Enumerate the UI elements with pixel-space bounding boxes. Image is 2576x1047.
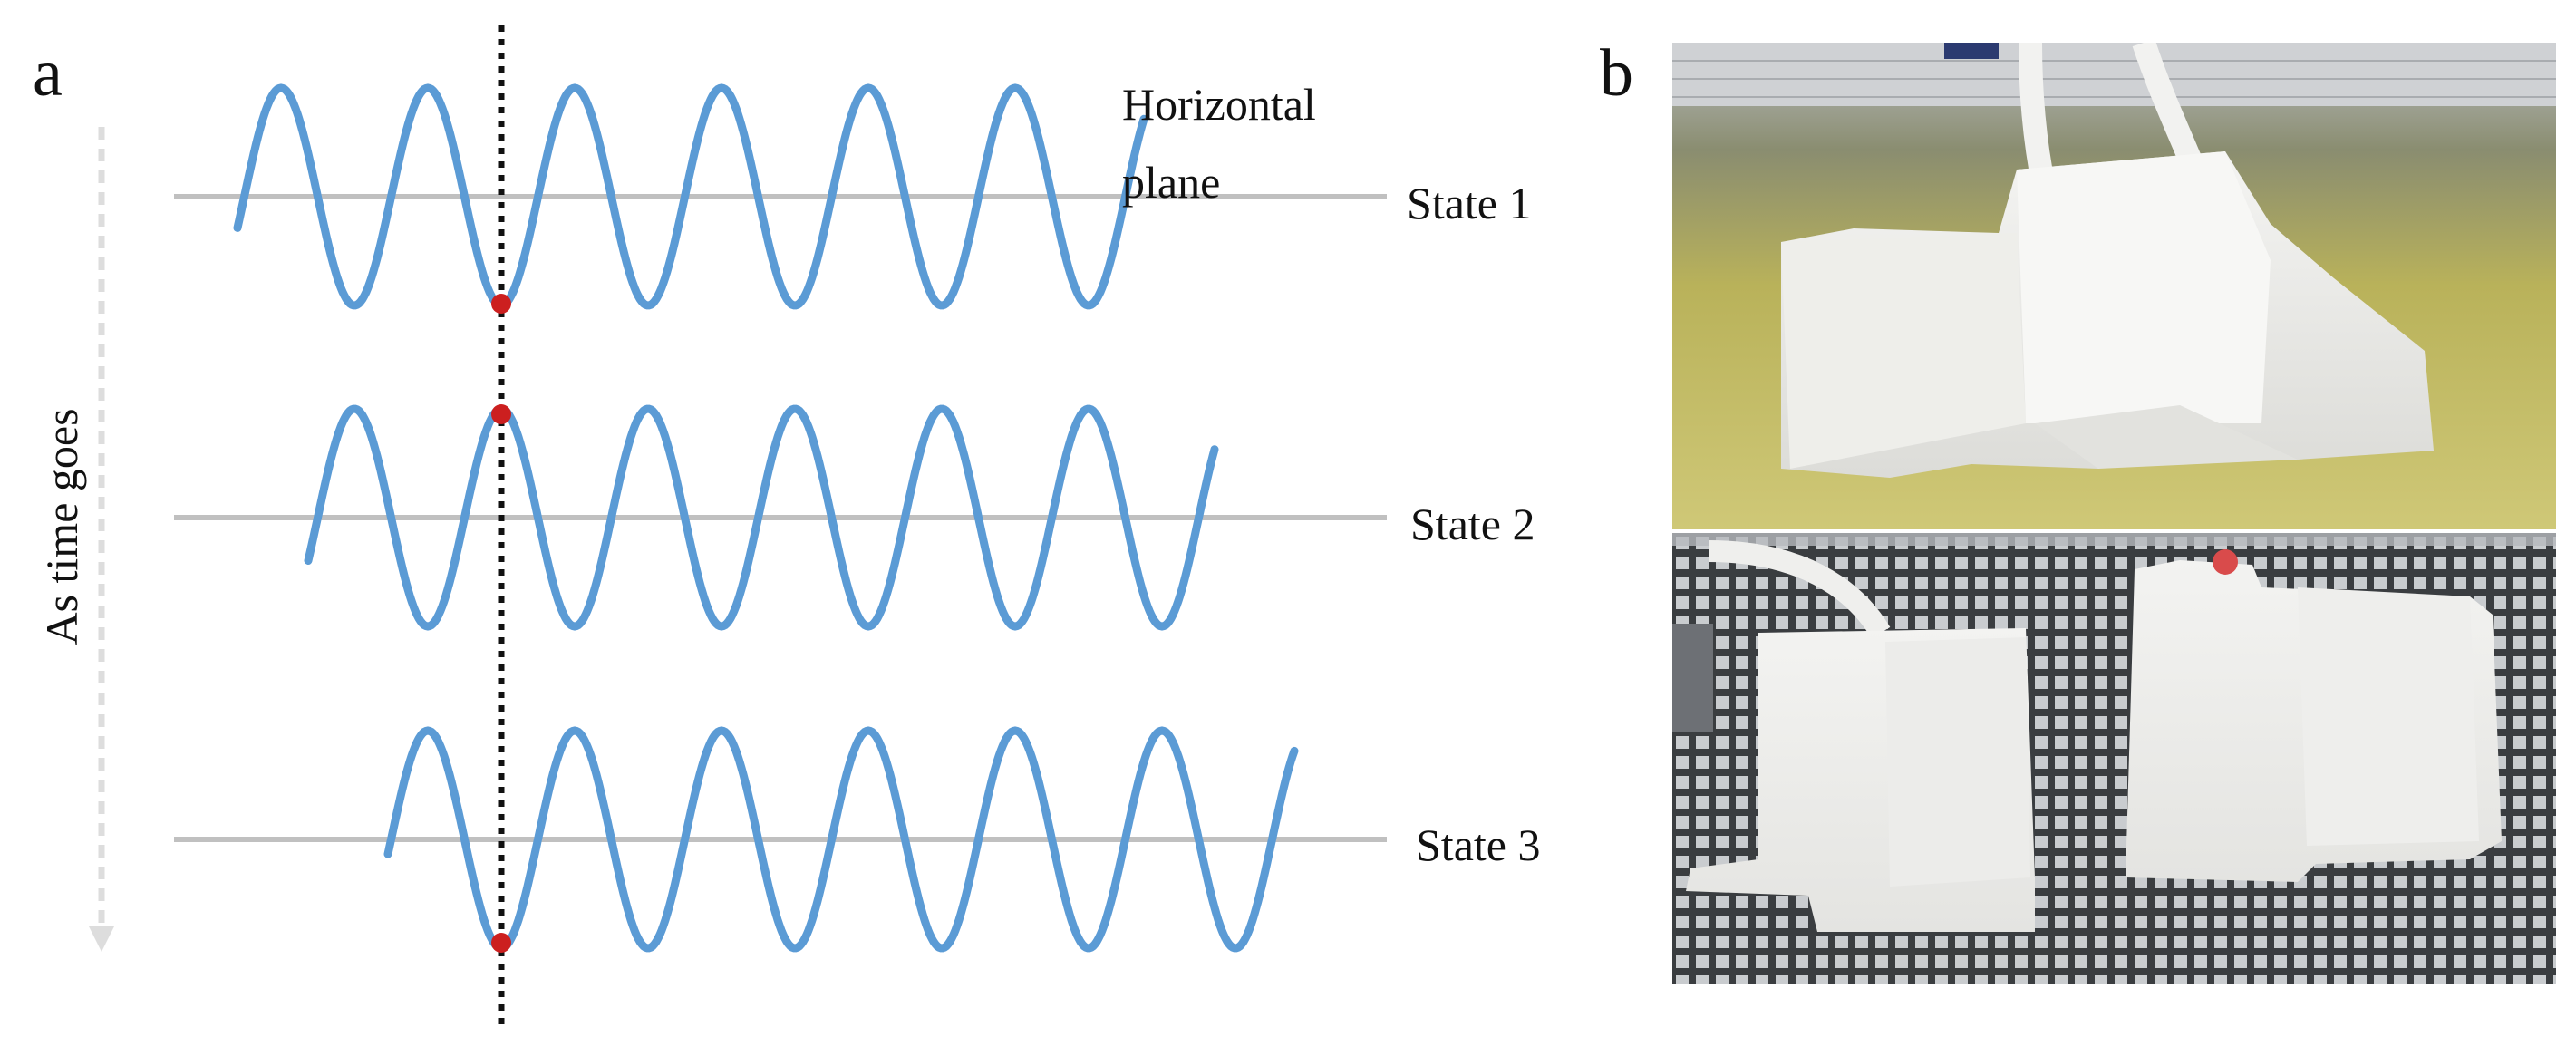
red-cap xyxy=(2213,549,2238,575)
panel-a-label: a xyxy=(33,36,63,111)
horizontal-plane-label: Horizontal plane xyxy=(1122,65,1316,221)
marker-state-3 xyxy=(491,933,511,953)
state-1-label: State 1 xyxy=(1407,178,1532,228)
marker-state-1 xyxy=(491,294,511,314)
horizontal-plane-line-2: plane xyxy=(1122,157,1221,208)
wave-diagram xyxy=(89,25,1387,1029)
state-2-label: State 2 xyxy=(1410,499,1535,549)
wave-state-3 xyxy=(383,726,1299,953)
time-arrowhead xyxy=(89,926,114,952)
panel-b-label: b xyxy=(1600,36,1633,111)
marker-state-2 xyxy=(491,404,511,424)
wave-state-1 xyxy=(233,83,1148,310)
photo-actuator-side-view xyxy=(1672,43,2556,529)
state-3-label: State 3 xyxy=(1416,819,1541,870)
time-axis-label: As time goes xyxy=(36,408,87,645)
horizontal-plane-line-1: Horizontal xyxy=(1122,79,1316,130)
wave-state-2 xyxy=(304,404,1219,631)
photo-actuators-top-view xyxy=(1672,533,2556,984)
